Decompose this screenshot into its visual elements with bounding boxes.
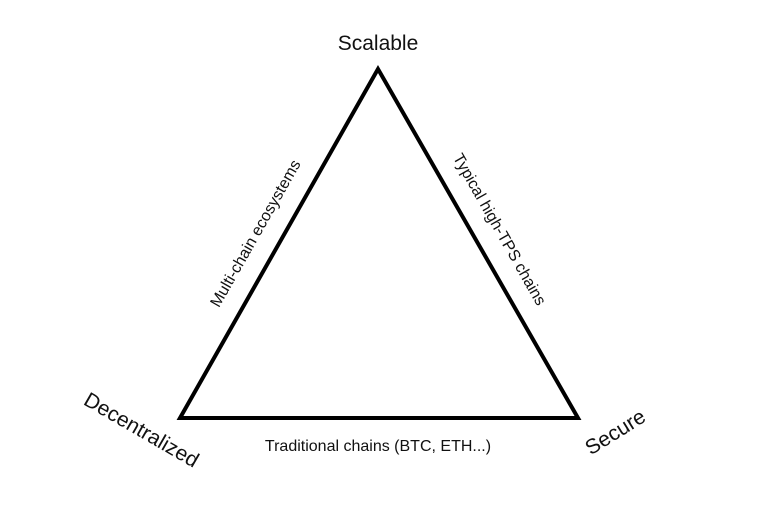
trilemma-triangle [176, 64, 582, 420]
vertex-label-scalable: Scalable [338, 32, 419, 55]
edge-label-bottom: Traditional chains (BTC, ETH...) [265, 438, 491, 455]
edge-label-right: Typical high-TPS chains [449, 151, 549, 309]
vertex-label-decentralized: Decentralized [80, 388, 203, 472]
vertex-label-secure: Secure [581, 405, 650, 460]
